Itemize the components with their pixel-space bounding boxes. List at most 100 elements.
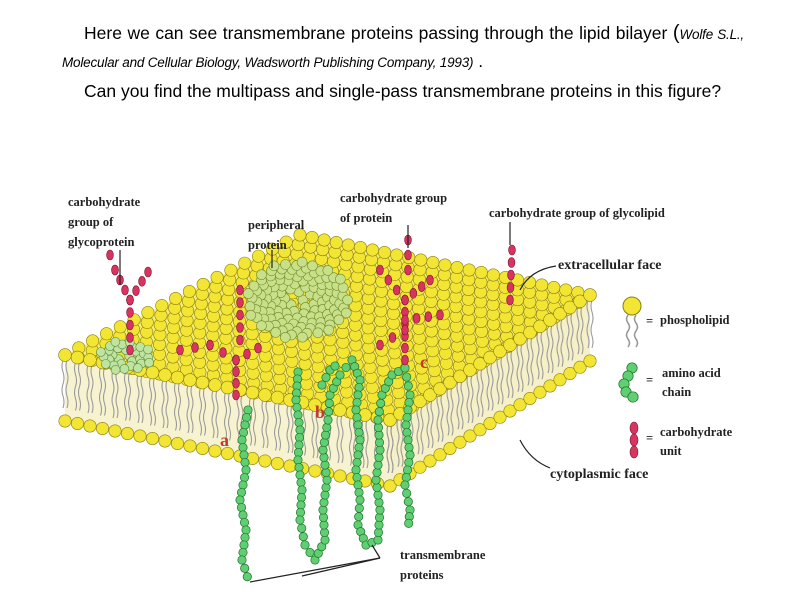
legend-phospholipid: phospholipid — [660, 313, 730, 327]
amino-acid — [293, 403, 301, 411]
amino-acid — [353, 458, 361, 466]
lipid-head — [439, 259, 451, 271]
amino-acid — [322, 483, 330, 491]
lipid-head-lower — [334, 470, 346, 482]
peripheral-bead — [257, 321, 267, 331]
carb-unit — [237, 323, 244, 333]
carb-unit — [220, 348, 227, 358]
amino-acid — [352, 466, 360, 474]
amino-acid — [375, 513, 383, 521]
amino-acid — [406, 391, 414, 399]
carb-unit — [133, 286, 140, 296]
lipid-head-lower — [271, 457, 283, 469]
amino-acid — [403, 489, 411, 497]
lipid-head — [451, 261, 463, 273]
amino-acid — [325, 399, 333, 407]
amino-acid — [294, 456, 302, 464]
carb-unit — [402, 325, 409, 335]
amino-acid — [375, 438, 383, 446]
lipid-head-edge — [221, 381, 234, 394]
carb-unit — [127, 345, 134, 355]
amino-acid — [238, 556, 246, 564]
amino-acid — [294, 448, 302, 456]
amino-acid — [237, 488, 245, 496]
amino-acid — [242, 526, 250, 534]
carb-unit — [425, 312, 432, 322]
amino-acid — [355, 443, 363, 451]
carb-unit — [405, 250, 412, 260]
carb-unit — [122, 285, 129, 295]
carb-unit — [402, 295, 409, 305]
amino-acid — [375, 453, 383, 461]
amino-acid — [237, 503, 245, 511]
amino-acid — [292, 396, 300, 404]
amino-acid — [353, 398, 361, 406]
glycoprotein-bead — [145, 358, 154, 367]
lipid-tail — [62, 360, 64, 408]
amino-acid — [321, 491, 329, 499]
amino-acid — [342, 363, 350, 371]
carb-unit — [437, 310, 444, 320]
carb-unit — [237, 298, 244, 308]
lipid-head — [487, 269, 499, 281]
peripheral-bead — [324, 325, 334, 335]
lipid-head-edge — [59, 349, 72, 362]
amino-acid — [238, 436, 246, 444]
lipid-head — [463, 264, 475, 276]
amino-acid — [242, 413, 250, 421]
legend-carb-unit — [630, 446, 638, 458]
amino-acid — [324, 416, 332, 424]
amino-acid — [353, 413, 361, 421]
legend-equals-1: = — [646, 314, 653, 328]
lipid-head-lower — [171, 437, 183, 449]
peripheral-bead — [245, 302, 255, 312]
amino-acid — [374, 528, 382, 536]
letter-a: a — [220, 430, 229, 450]
legend-carb-unit — [630, 434, 638, 446]
carb-unit — [377, 340, 384, 350]
carb-unit — [237, 335, 244, 345]
amino-acid — [405, 443, 413, 451]
amino-acid — [240, 473, 248, 481]
amino-acid — [323, 423, 331, 431]
lipid-head — [378, 246, 390, 258]
amino-acid — [241, 421, 249, 429]
amino-acid — [294, 411, 302, 419]
amino-acid — [353, 473, 361, 481]
carb-unit — [244, 349, 251, 359]
lipid-head — [391, 249, 403, 261]
peripheral-bead — [280, 332, 290, 342]
carb-glycolipid-1 — [237, 285, 244, 345]
lipid-head — [318, 234, 330, 246]
lipid-head — [475, 266, 487, 278]
lipid-head — [560, 284, 572, 296]
lipid-head-edge — [246, 386, 259, 399]
lipid-head — [330, 236, 342, 248]
amino-acid — [241, 458, 249, 466]
amino-acid — [375, 408, 383, 416]
lipid-head — [169, 292, 181, 304]
amino-acid — [240, 541, 248, 549]
peripheral-bead — [243, 289, 253, 299]
amino-acid — [355, 428, 363, 436]
lipid-head — [342, 239, 354, 251]
glycoprotein-bead — [144, 345, 153, 354]
amino-acid — [355, 488, 363, 496]
amino-acid — [236, 496, 244, 504]
amino-acid — [296, 426, 304, 434]
amino-acid — [405, 458, 413, 466]
peripheral-bead — [269, 261, 279, 271]
amino-acid — [402, 421, 410, 429]
amino-acid — [404, 382, 412, 390]
lipid-head-lower — [59, 415, 71, 427]
legend: = phospholipid = amino acid chain = carb… — [619, 297, 733, 458]
carb-unit — [507, 283, 514, 293]
glycoprotein-bead — [133, 364, 142, 373]
legend-carb-unit — [630, 422, 638, 434]
amino-acid — [403, 413, 411, 421]
legend-phospholipid-icon — [623, 297, 641, 347]
carb-unit — [402, 315, 409, 325]
lipid-head-lower — [184, 440, 196, 452]
legend-amino-acid-icon — [619, 363, 638, 402]
amino-acid — [242, 466, 250, 474]
